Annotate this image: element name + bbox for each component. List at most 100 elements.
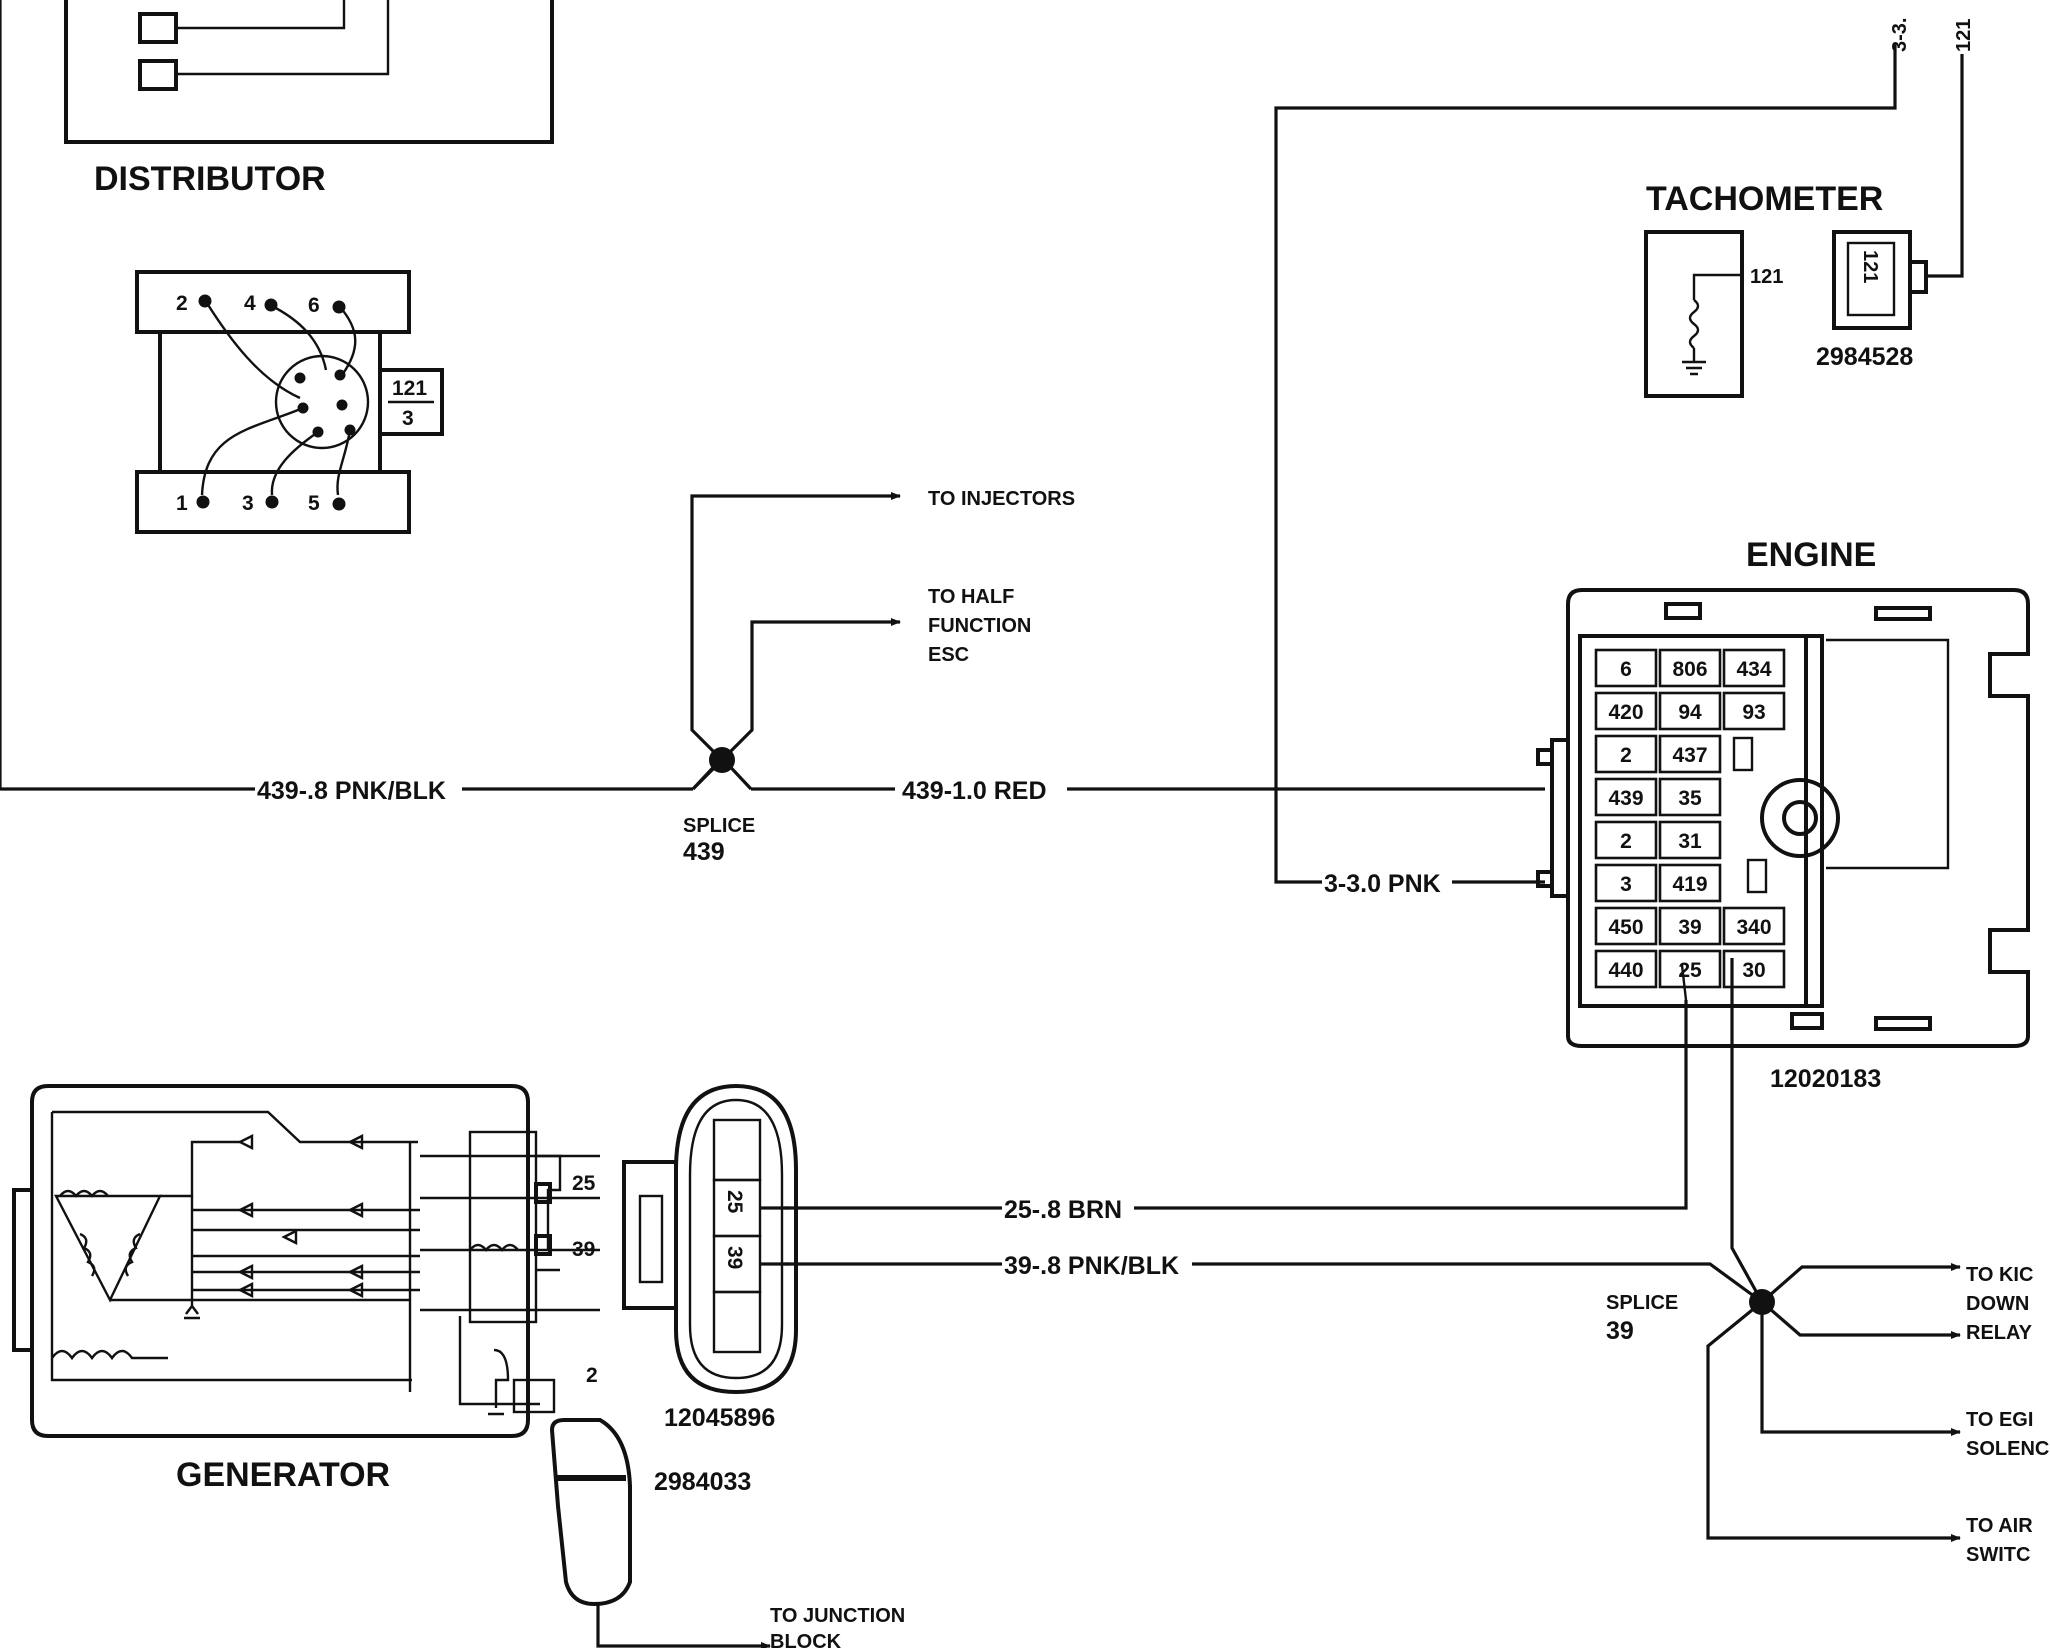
engine-cavity-label: 440 [1608,959,1643,982]
engine-cavity [1594,863,1658,903]
tachometer: TACHOMETER 121 121 2984528 [1644,180,1928,398]
generator-connector-part-number: 12045896 [664,1404,775,1432]
ring-terminal-part-number: 2984033 [654,1468,751,1496]
distributor-pin-6: 6 [308,294,320,317]
distributor-pin-dot [198,294,212,308]
splice-439-label: SPLICE [683,815,755,837]
engine-cavity-label: 806 [1672,658,1707,681]
distributor-pin-dot [332,497,346,511]
engine-cavity-label: 39 [1678,916,1701,939]
dest-air-2: SWITC [1966,1544,2030,1566]
tachometer-title: TACHOMETER [1646,180,1883,218]
distributor-pin-1: 1 [176,492,188,515]
splice-439-number: 439 [683,838,725,866]
splice-439-dot [709,747,735,773]
engine-cavity [1594,906,1658,946]
engine-part-number: 12020183 [1770,1065,1881,1093]
dest-junction-1: TO JUNCTION [770,1605,905,1627]
dest-egr-1: TO EGI [1966,1409,2033,1431]
wire-39-pnkblk-label: 39-.8 PNK/BLK [1004,1252,1179,1280]
engine-bolt-center [1782,800,1818,836]
tachometer-housing [1644,230,1744,398]
engine-cavity-label: 434 [1736,658,1771,681]
engine-title: ENGINE [1746,536,1876,574]
engine-cavity-label: 30 [1742,959,1765,982]
dest-egr-2: SOLENC [1966,1438,2049,1460]
engine-cavity-label: 340 [1736,916,1771,939]
distributor-side-connector [378,368,444,436]
engine-cavity [1594,648,1658,688]
engine-cavity [1658,691,1722,731]
distributor-pin-dot [196,495,210,509]
dest-kickdown-1: TO KIC [1966,1264,2033,1286]
wire-25-brn-label: 25-.8 BRN [1004,1196,1122,1224]
dest-kickdown-3: RELAY [1966,1322,2033,1344]
distributor-pin-3: 3 [242,492,254,515]
engine-cavity-label: 3 [1620,873,1632,896]
distributor-title: DISTRIBUTOR [94,160,326,198]
engine-cavity [1594,777,1658,817]
engine-cavity [1658,734,1722,774]
generator-connector-pin-39: 39 [723,1246,746,1269]
distributor-hub-pin [294,372,306,384]
generator-terminal-39: 39 [572,1238,595,1261]
generator: 25 39 2 GENERATOR [12,1084,600,1494]
engine-cavity-label: 420 [1608,701,1643,724]
wire-top-3-label: 3-3. [1889,18,1911,52]
wire-3-pnk-label: 3-3.0 PNK [1324,870,1441,898]
engine-cavity [1658,777,1722,817]
generator-title: GENERATOR [176,1456,390,1494]
engine-cavity [1594,734,1658,774]
engine-cavity-label: 6 [1620,658,1632,681]
dest-junction-2: BLOCK [770,1631,842,1648]
distributor-pin-dot [264,298,278,312]
splice-39-number: 39 [1606,1317,1634,1345]
distributor-hub-pin [336,399,348,411]
generator-connector-pin-25: 25 [723,1190,746,1214]
engine-cavity [1594,820,1658,860]
engine-cavity [1658,863,1722,903]
engine-cavity-label: 437 [1672,744,1707,767]
engine-cavity [1658,906,1722,946]
dest-half-function-1: TO HALF [928,586,1014,608]
generator-terminal-25: 25 [572,1172,596,1195]
generator-terminal-2: 2 [586,1364,598,1387]
engine-cavity-label: 94 [1678,701,1702,724]
distributor-side-pin-top: 121 [392,377,427,400]
engine-cavity-label: 31 [1678,830,1702,853]
distributor-pin-dot [265,495,279,509]
engine-cavity [1722,648,1786,688]
engine-cavity [1658,648,1722,688]
engine-cavity [1658,820,1722,860]
circuit-439: 439-.8 PNK/BLK 439-1.0 RED SPLICE 439 TO… [0,0,1545,866]
distributor-terminal-2 [138,59,178,91]
engine-cavity [1658,949,1722,989]
dest-kickdown-2: DOWN [1966,1293,2029,1315]
distributor-pin-2: 2 [176,292,188,315]
circuit-3-and-121: 3-3.0 PNK 3-3. 121 [1274,18,1975,898]
tachometer-connector-pin: 121 [1859,250,1881,283]
engine-bolt-ring [1760,778,1840,858]
engine-cavity [1722,691,1786,731]
splice-39-label: SPLICE [1606,1292,1678,1314]
engine-cavity-label: 2 [1620,744,1632,767]
tachometer-wire-label: 121 [1750,266,1783,288]
dest-injectors: TO INJECTORS [928,488,1075,510]
wire-top-121-label: 121 [1953,19,1975,52]
wire-439-pnkblk-label: 439-.8 PNK/BLK [257,777,446,805]
distributor-connector: 121 3 2 4 6 1 3 5 [135,270,444,534]
tachometer-part-number: 2984528 [1816,343,1913,371]
generator-connector: 25 39 12045896 [622,1083,798,1432]
dest-air-1: TO AIR [1966,1515,2033,1537]
engine-cavity [1594,691,1658,731]
dest-half-function-3: ESC [928,644,969,666]
engine-cavity-label: 419 [1672,873,1707,896]
engine-cavity-label: 2 [1620,830,1632,853]
distributor-pin-4: 4 [244,292,256,315]
dest-half-function-2: FUNCTION [928,615,1031,637]
engine-cavity-label: 439 [1608,787,1643,810]
engine-cavity-label: 35 [1678,787,1702,810]
